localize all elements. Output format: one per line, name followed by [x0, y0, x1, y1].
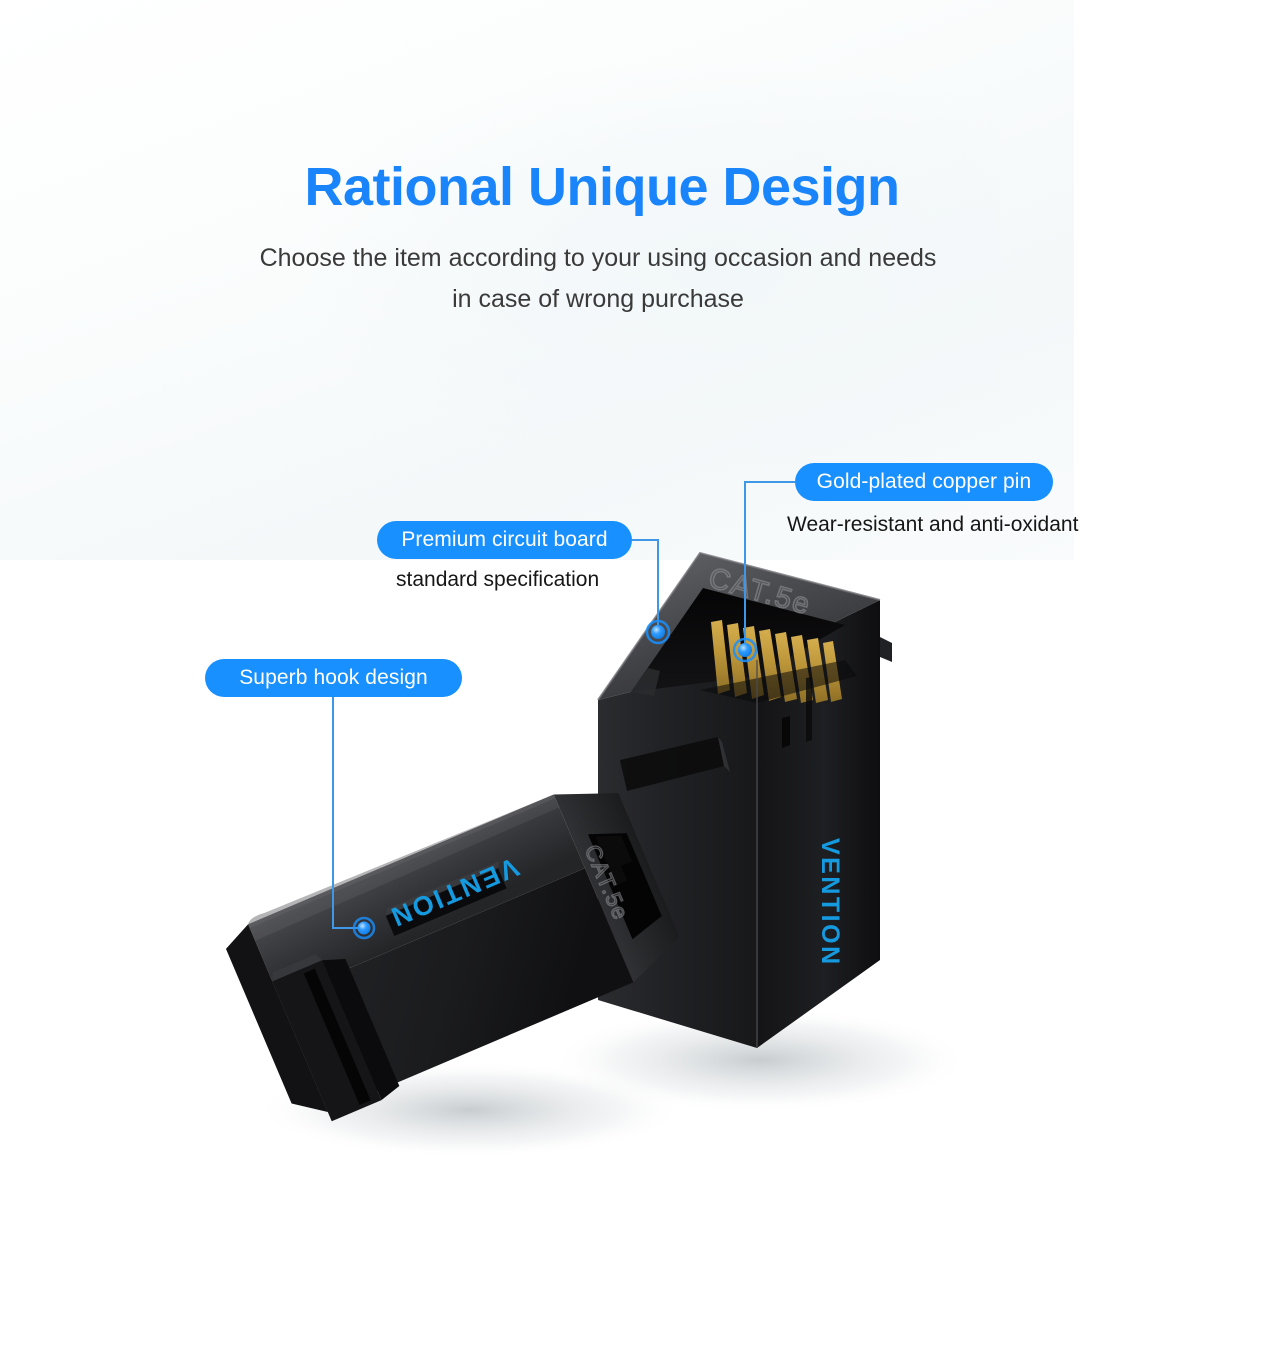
connector-upright: CAT.5e VENTION [597, 551, 892, 1048]
callout-label-superb-hook-design: Superb hook design [205, 659, 462, 697]
callout-label-gold-plated-copper-pin: Gold-plated copper pin [795, 463, 1053, 501]
callout-label-premium-circuit-board: Premium circuit board [377, 521, 632, 559]
subtitle-line-2: in case of wrong purchase [452, 284, 744, 313]
connector-tilted: CAT.5e VENTION [225, 793, 680, 1122]
page-subtitle: Choose the item according to your using … [0, 238, 1196, 319]
callout-caption-gold-plated-copper-pin: Wear-resistant and anti-oxidant [787, 513, 1079, 536]
brand-vention-upright: VENTION [816, 838, 844, 967]
callout-caption-premium-circuit-board: standard specification [396, 568, 600, 591]
page-title: Rational Unique Design [304, 157, 900, 217]
subtitle-line-1: Choose the item according to your using … [259, 244, 937, 272]
